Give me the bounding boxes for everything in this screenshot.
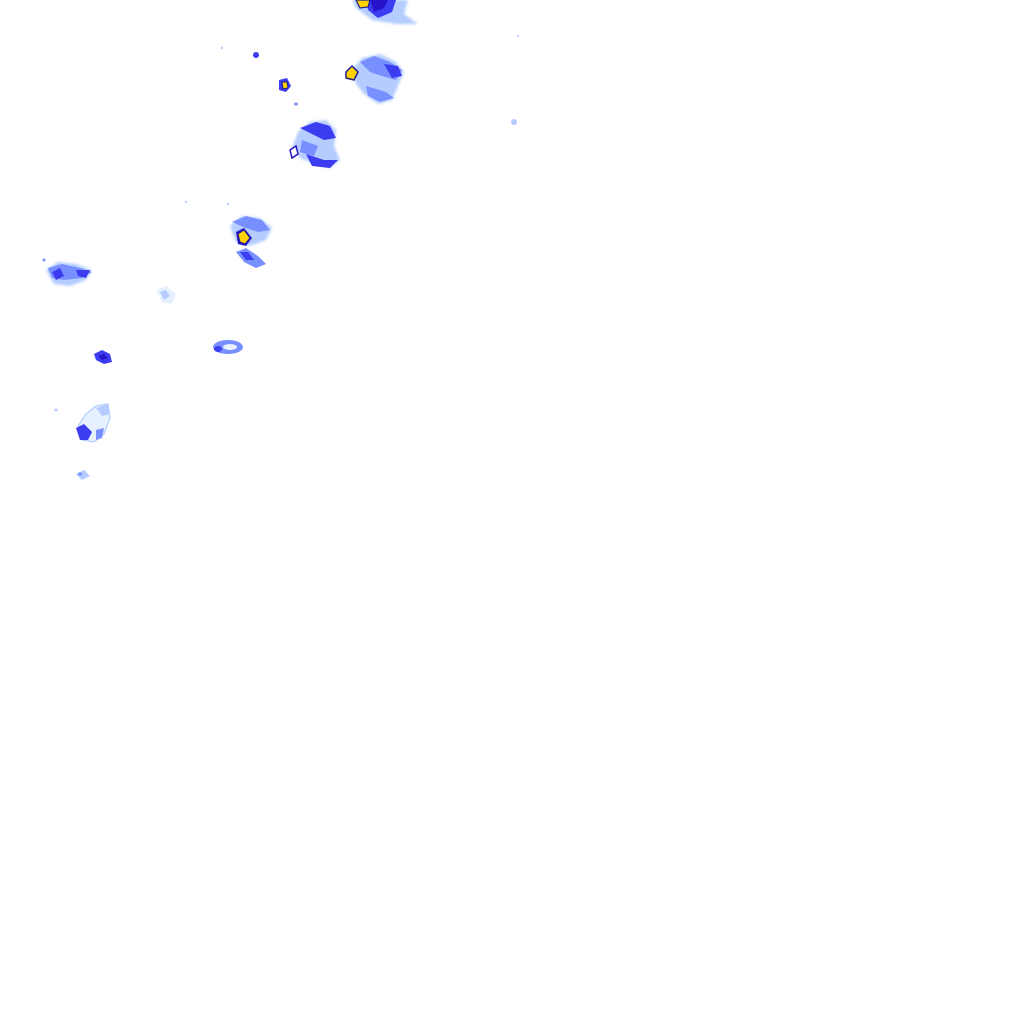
echo-cell-mid [230,216,272,268]
echo-cell-faint [156,286,176,304]
echo-cell-small-north [184,35,519,206]
echo-cell-south-west [54,403,111,443]
echo-cell-north-east [345,54,404,104]
echo-cell-south [76,470,90,480]
echo-cell-small-west [94,350,112,364]
echo-cell-top [352,0,418,24]
echo-cell-west [42,258,92,286]
echo-cell-ring [213,340,243,354]
echo-cell-central [289,120,340,168]
